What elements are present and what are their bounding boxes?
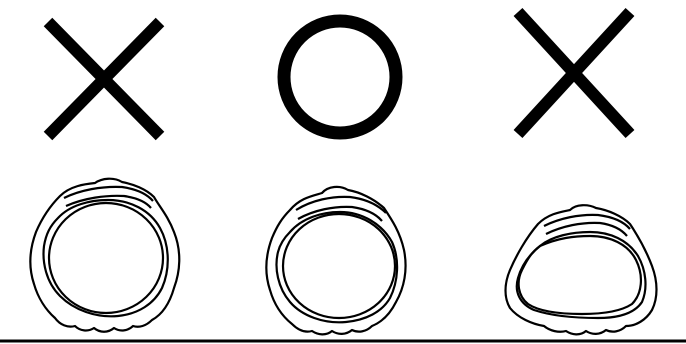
round-shell-ring-icon [30, 179, 179, 332]
panel-1 [30, 22, 179, 332]
round-shell-ring-icon [266, 187, 405, 335]
circle-mark-icon [284, 21, 396, 133]
flattened-shell-ring-icon [506, 205, 657, 334]
x-mark-icon [518, 12, 630, 134]
panel-3 [506, 12, 657, 334]
x-mark-icon [48, 22, 160, 136]
panel-2 [266, 21, 405, 334]
